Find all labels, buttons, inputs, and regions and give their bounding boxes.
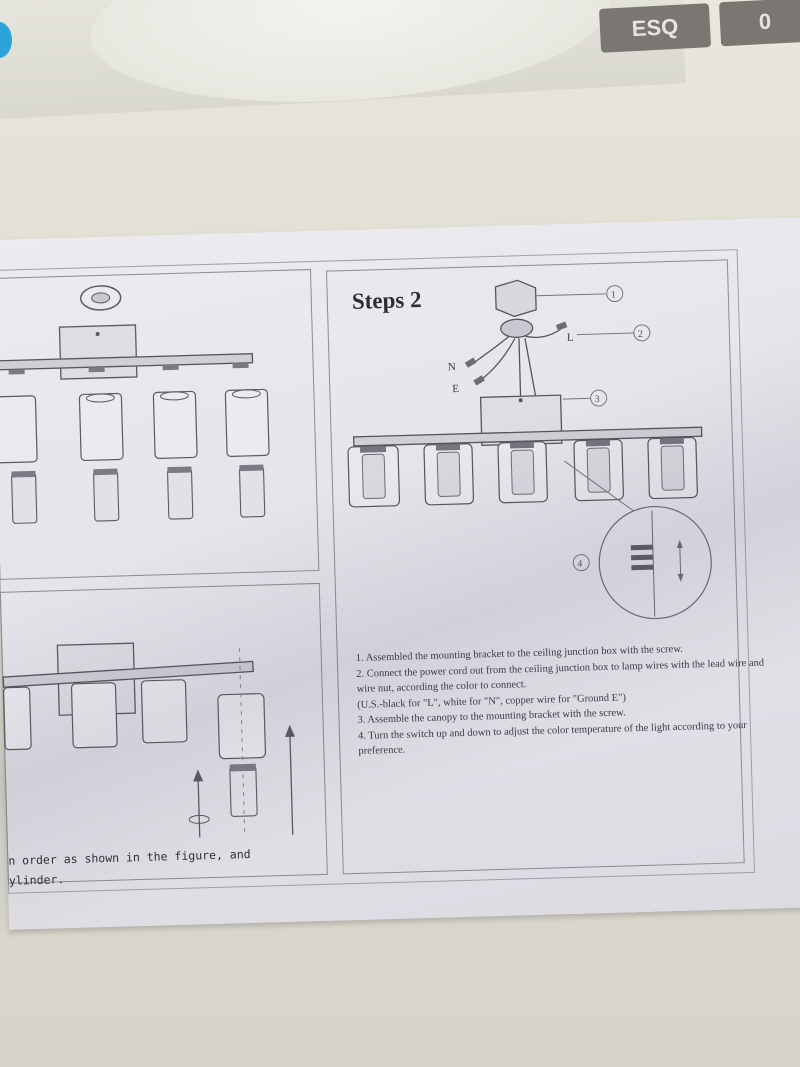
sticker-1: ESQ bbox=[598, 3, 712, 53]
left-bottom-diagram bbox=[2, 642, 295, 838]
wire-label-n: N bbox=[448, 361, 456, 373]
wire-label-l: L bbox=[567, 332, 574, 344]
instruction-sheet: n order as shown in the figure, and ylin… bbox=[0, 217, 800, 930]
callout-4: 4 bbox=[577, 559, 582, 570]
sticker-strip: ESQ 0 bbox=[598, 0, 800, 60]
sticker-2: 0 bbox=[718, 0, 800, 47]
instructions: 1. Assembled the mounting bracket to the… bbox=[356, 639, 771, 759]
steps-2-diagram: N E L 1 2 3 4 bbox=[347, 279, 712, 620]
callout-1: 1 bbox=[611, 290, 616, 301]
blue-bottle-cap bbox=[0, 22, 12, 58]
callout-3: 3 bbox=[595, 394, 600, 405]
steps-2-panel: Steps 2 N E L bbox=[325, 259, 764, 875]
callout-2: 2 bbox=[638, 329, 643, 340]
wire-label-e: E bbox=[452, 383, 459, 395]
left-bottom-panel: n order as shown in the figure, and ylin… bbox=[0, 582, 328, 888]
left-top-diagram bbox=[0, 285, 270, 524]
left-top-panel bbox=[0, 269, 320, 580]
